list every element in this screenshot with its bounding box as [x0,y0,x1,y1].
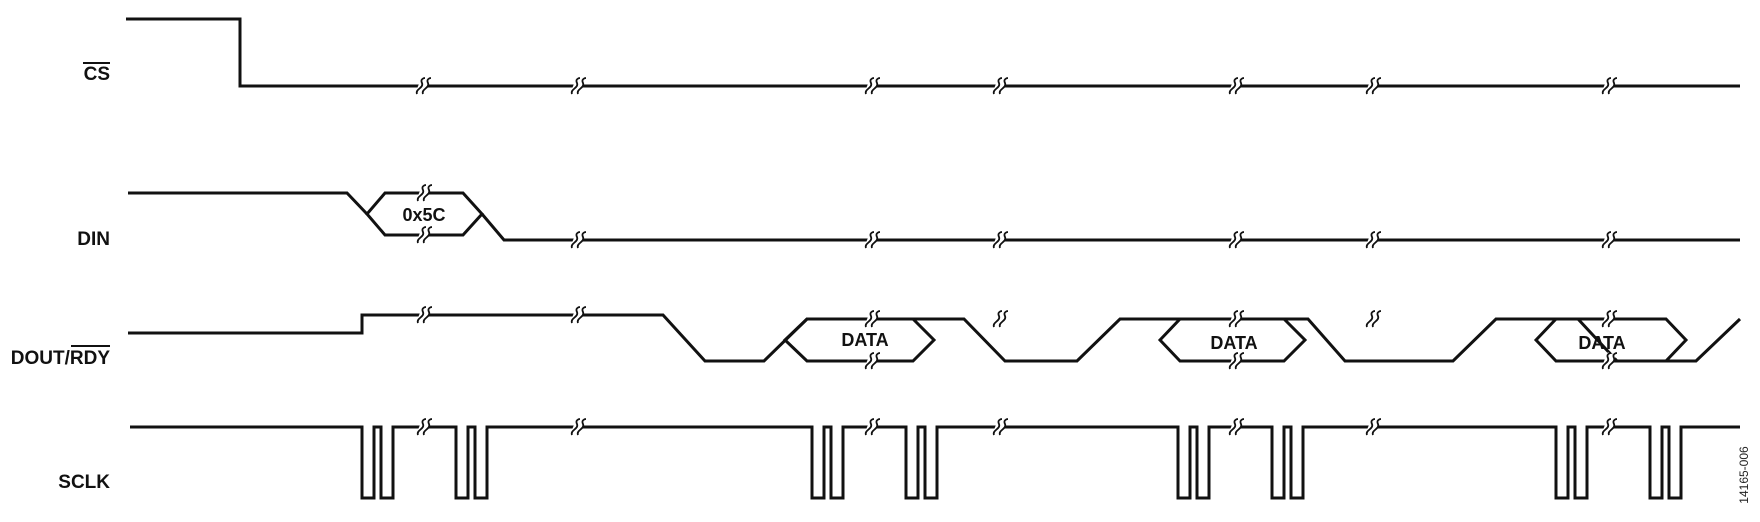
break-mark [992,77,1009,95]
dout-data-label-3: DATA [1578,333,1625,353]
break-mark [570,306,587,324]
break-mark [992,418,1009,436]
break-mark [864,231,881,249]
dout-data-box-1 [782,317,937,363]
break-mark [416,418,433,436]
break-mark [1365,418,1382,436]
break-mark [570,418,587,436]
break-mark [570,77,587,95]
dout-rdy-label: DOUT/RDY [11,348,111,369]
break-mark [416,226,433,244]
break-mark [570,231,587,249]
din-label: DIN [77,229,110,250]
break-mark [1228,231,1245,249]
break-mark [864,310,881,328]
break-mark [1228,352,1245,370]
break-mark [864,418,881,436]
break-mark [415,77,432,95]
dout-data-label-1: DATA [841,330,888,350]
break-mark [1365,77,1382,95]
break-mark [992,310,1009,328]
din-line-high [128,191,369,216]
break-marks [415,77,1618,436]
break-mark [864,352,881,370]
break-mark [1365,231,1382,249]
break-mark [992,231,1009,249]
break-mark [864,77,881,95]
sclk-label: SCLK [58,472,110,493]
dout-data-label-2: DATA [1210,333,1257,353]
din-line-low [480,213,1740,242]
cs-waveform [126,17,1740,88]
cs-label: CS [84,64,110,85]
dout-label-part: DOUT/ [11,348,71,369]
break-mark [1228,77,1245,95]
sclk-waveform [130,425,1740,500]
break-mark [416,306,433,324]
break-mark [1228,310,1245,328]
break-mark [1601,77,1618,95]
break-mark [1601,310,1618,328]
din-command-label: 0x5C [402,205,445,225]
dout-waveform [128,313,1742,363]
break-mark [1601,352,1618,370]
break-mark [1228,418,1245,436]
figure-id: 14165-006 [1737,446,1751,504]
break-mark [1365,310,1382,328]
dout-data-box-2 [1157,317,1308,363]
break-mark [1601,418,1618,436]
break-mark [1601,231,1618,249]
break-mark [416,184,433,202]
dout-data-box-3 [1533,317,1689,363]
rdy-label-part: RDY [70,348,110,369]
